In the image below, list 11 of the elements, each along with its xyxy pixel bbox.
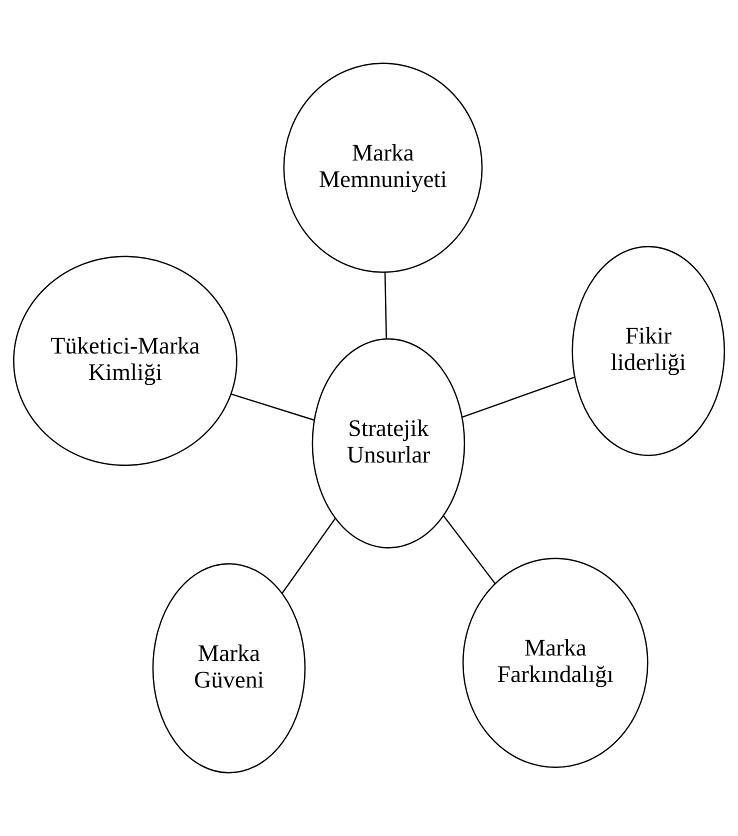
connector bbox=[282, 518, 336, 594]
node-ellipse: Marka Farkındalığı bbox=[462, 558, 648, 768]
node-circle: Marka Memnuniyeti bbox=[283, 62, 483, 273]
connector bbox=[443, 515, 496, 584]
connector bbox=[462, 376, 575, 418]
connector bbox=[384, 272, 388, 339]
node-ellipse: Fikir liderliği bbox=[572, 246, 726, 456]
node-ellipse: Stratejik Unsurlar bbox=[312, 338, 466, 548]
node-circle: Tüketici-Marka Kimliği bbox=[13, 256, 238, 466]
connector bbox=[231, 393, 314, 421]
node-ellipse: Marka Güveni bbox=[152, 563, 306, 774]
